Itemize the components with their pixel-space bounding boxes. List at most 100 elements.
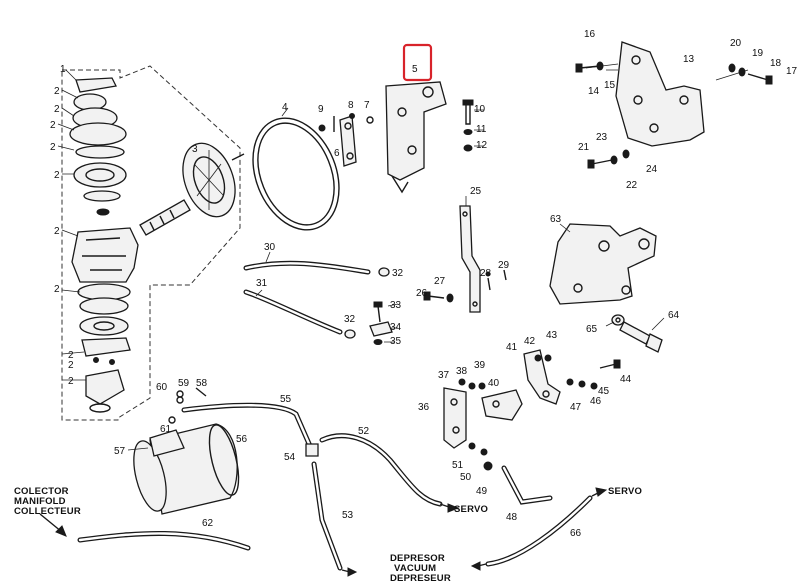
part-labels: 1 2 2 2 2 2 2 2 2 2 2 3 4 5 6 7 8 9 10 1… — [50, 29, 798, 539]
part-label: 41 — [506, 342, 518, 353]
clamps-32-35 — [344, 267, 399, 345]
part-label: 60 — [156, 382, 168, 393]
part-label: 39 — [474, 360, 486, 371]
part-label: 17 — [786, 66, 798, 77]
part-label: 49 — [476, 486, 488, 497]
part-label: 2 — [68, 350, 74, 361]
part-label: 2 — [68, 376, 74, 387]
depresor-caption-fr: DEPRESEUR — [390, 573, 451, 584]
mounting-bracket-13 — [575, 41, 773, 169]
part-label: 22 — [626, 180, 638, 191]
drive-belt — [252, 107, 340, 231]
part-label: 66 — [570, 528, 582, 539]
part-label: 45 — [598, 386, 610, 397]
part-label: 26 — [416, 288, 428, 299]
part-label: 4 — [282, 102, 288, 113]
hose-55 — [181, 402, 319, 457]
part-label: 62 — [202, 518, 214, 529]
part-label: 42 — [524, 336, 536, 347]
part-label: 20 — [730, 38, 742, 49]
part-label: 28 — [480, 268, 492, 279]
part-label: 30 — [264, 242, 276, 253]
collector-caption: COLECTOR MANIFOLD COLLECTEUR — [14, 486, 81, 517]
part-label: 47 — [570, 402, 582, 413]
bolts-10-12 — [462, 99, 484, 152]
part-label: 54 — [284, 452, 296, 463]
part-label: 48 — [506, 512, 518, 523]
tension-link-parts — [318, 113, 374, 167]
part-label: 3 — [192, 144, 198, 155]
part-label: 2 — [54, 170, 60, 181]
collector-caption-en: MANIFOLD — [14, 496, 66, 507]
flow-arrows — [39, 487, 608, 577]
part-label: 65 — [586, 324, 598, 335]
part-label: 5 — [412, 64, 418, 75]
servo-caption-lower: SERVO — [454, 504, 488, 515]
strap-25 — [459, 196, 481, 313]
part-label: 15 — [604, 80, 616, 91]
part-label: 27 — [434, 276, 446, 287]
part-label: 46 — [590, 396, 602, 407]
part-label: 2 — [50, 120, 56, 131]
part-label: 58 — [196, 378, 208, 389]
part-label: 32 — [392, 268, 404, 279]
part-label: 34 — [390, 322, 402, 333]
part-label: 32 — [344, 314, 356, 325]
collector-caption-fr: COLLECTEUR — [14, 506, 81, 517]
tube-48 — [501, 465, 553, 505]
part-label: 18 — [770, 58, 782, 69]
highlight-box — [402, 43, 433, 82]
bracket-part-5 — [385, 81, 447, 194]
part-label: 64 — [668, 310, 680, 321]
hose-53 — [311, 461, 343, 571]
bracket-63 — [549, 223, 657, 305]
part-label: 10 — [474, 104, 486, 115]
part-label: 33 — [390, 300, 402, 311]
depresor-caption: DEPRESOR VACUUM DEPRESEUR — [390, 553, 451, 584]
part-label: 61 — [160, 424, 172, 435]
part-label: 25 — [470, 186, 482, 197]
part-label: 57 — [114, 446, 126, 457]
collector-caption-es: COLECTOR — [14, 486, 69, 497]
bolt-64-washer-65 — [605, 314, 665, 353]
part-label: 53 — [342, 510, 354, 521]
part-label: 2 — [68, 360, 74, 371]
part-label: 43 — [546, 330, 558, 341]
part-label: 40 — [488, 378, 500, 389]
part-label: 7 — [364, 100, 370, 111]
small-parts-26-29 — [423, 269, 507, 303]
part-label: 2 — [54, 86, 60, 97]
part-label: 2 — [50, 142, 56, 153]
part-label: 38 — [456, 366, 468, 377]
part-label: 29 — [498, 260, 510, 271]
vacuum-pump-assembly — [57, 65, 245, 421]
hose-31 — [243, 289, 343, 335]
part-label: 31 — [256, 278, 268, 289]
part-label: 24 — [646, 164, 658, 175]
part-label: 44 — [620, 374, 632, 385]
part-label: 14 — [588, 86, 600, 97]
part-label: 52 — [358, 426, 370, 437]
part-label: 13 — [683, 54, 695, 65]
part-label: 51 — [452, 460, 464, 471]
hose-30 — [243, 251, 371, 275]
part-label: 2 — [54, 226, 60, 237]
part-label: 59 — [178, 378, 190, 389]
part-label: 9 — [318, 104, 324, 115]
part-label: 2 — [54, 104, 60, 115]
part-label: 36 — [418, 402, 430, 413]
part-label: 37 — [438, 370, 450, 381]
part-label: 63 — [550, 214, 562, 225]
depresor-caption-es: DEPRESOR — [390, 553, 445, 564]
hose-66 — [485, 495, 593, 567]
part-label: 6 — [334, 148, 340, 159]
part-label: 19 — [752, 48, 764, 59]
part-label: 50 — [460, 472, 472, 483]
part-label: 35 — [390, 336, 402, 347]
part-label: 16 — [584, 29, 596, 40]
part-label: 1 — [60, 64, 66, 75]
part-label: 56 — [236, 434, 248, 445]
hose-62 — [77, 530, 251, 551]
part-label: 23 — [596, 132, 608, 143]
